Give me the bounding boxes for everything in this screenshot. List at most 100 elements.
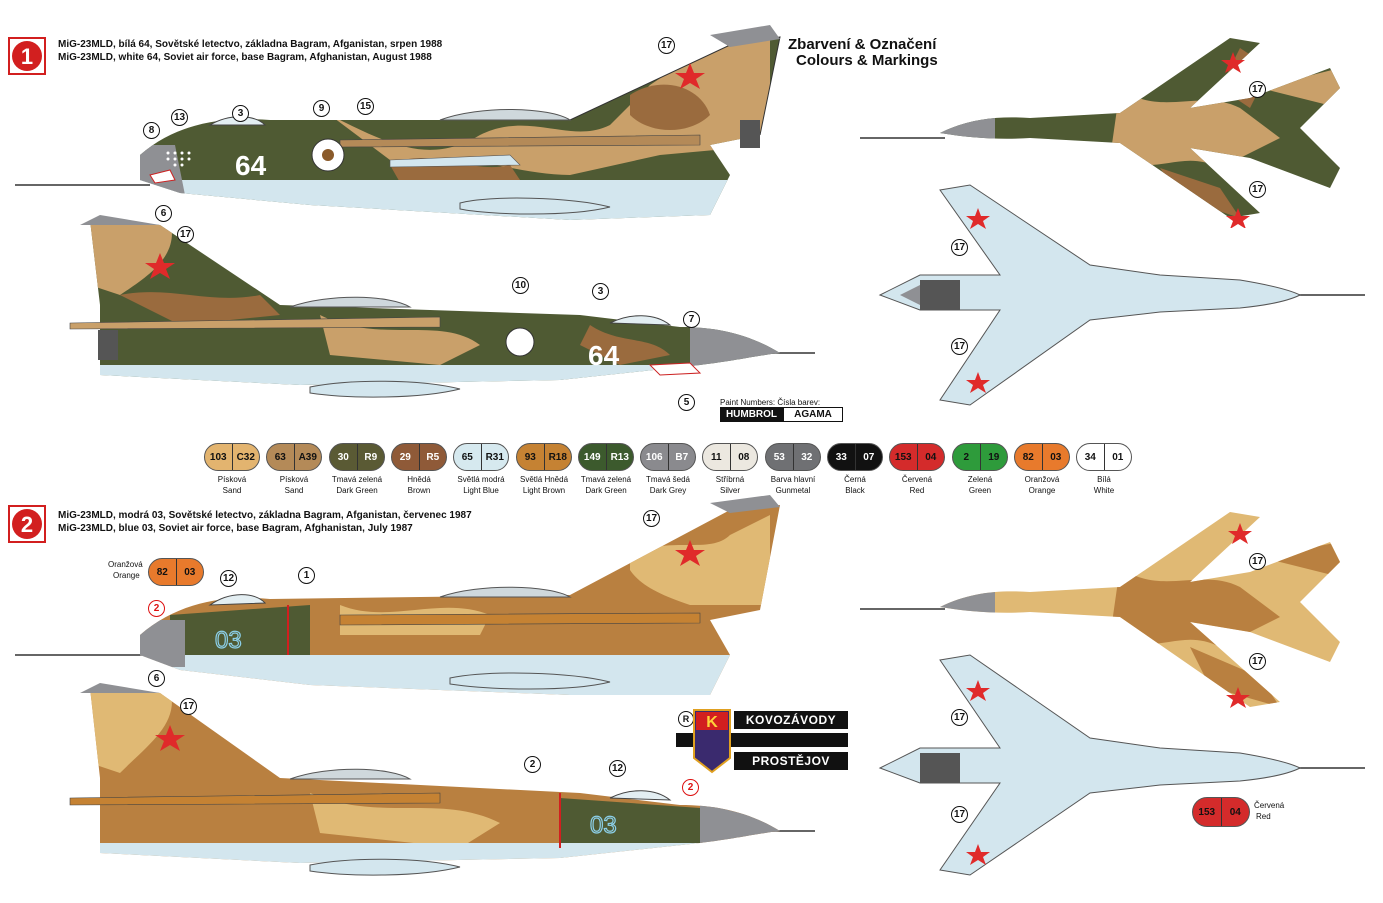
option-1-top-view: [860, 38, 1340, 228]
callout-1: 1: [298, 567, 315, 584]
red-star-icon: [675, 63, 705, 89]
swatch-label-en: Light Brown: [522, 486, 566, 495]
callout-6: 6: [148, 670, 165, 687]
swatch-agama-number: 07: [863, 451, 875, 463]
callout-17: 17: [951, 709, 968, 726]
red-note-h: 153: [1198, 806, 1216, 818]
swatch-agama-number: 19: [988, 451, 1000, 463]
swatch-label-en: Dark Green: [336, 486, 378, 495]
swatch-humbrol-number: 63: [274, 451, 286, 463]
swatch-label-en: Light Blue: [463, 486, 499, 495]
swatch-label-en: Red: [909, 486, 925, 495]
swatch-humbrol-number: 30: [337, 451, 349, 463]
agama-label: AGAMA: [783, 407, 843, 422]
paint-swatch: 30 R9: [329, 443, 385, 471]
swatch-agama-number: R18: [548, 451, 567, 463]
paint-swatch: 103 C32: [204, 443, 260, 471]
callout-17: 17: [951, 239, 968, 256]
option-2-left-profile: 03: [15, 495, 780, 695]
option-1-title-cz: MiG-23MLD, bílá 64, Sovětské letectvo, z…: [58, 39, 443, 50]
callout-15: 15: [357, 98, 374, 115]
swatch-humbrol-number: 33: [835, 451, 847, 463]
swatch-agama-number: R31: [485, 451, 504, 463]
red-star-icon: [145, 253, 175, 279]
swatch-label-cz: Bílá: [1097, 475, 1111, 484]
paint-swatch: 93 R18: [516, 443, 572, 471]
swatch-label-cz: Světlá modrá: [457, 475, 505, 484]
option-1-title-en: MiG-23MLD, white 64, Soviet air force, b…: [58, 52, 432, 63]
option-1-right-profile: 64: [69, 215, 815, 398]
red-star-icon: [675, 540, 705, 566]
logo-letter: K: [706, 714, 718, 731]
callout-2-red: 2: [148, 600, 165, 617]
swatch-label-en: Green: [968, 486, 992, 495]
orange-note-swatch: 82 03: [148, 558, 204, 586]
swatch-label-cz: Tmavá zelená: [580, 475, 632, 484]
swatch-label-cz: Zelená: [967, 475, 993, 484]
swatch-agama-number: R13: [610, 451, 629, 463]
logo-line1: KOVOZÁVODY: [734, 711, 848, 729]
swatch-agama-number: 32: [801, 451, 813, 463]
swatch-label-en: Black: [845, 486, 865, 495]
swatch-label-en: Orange: [1028, 486, 1056, 495]
paint-swatch: 153 04: [889, 443, 945, 471]
paint-swatch: 149 R13: [578, 443, 634, 471]
swatch-label-en: Dark Grey: [649, 486, 687, 495]
swatch-humbrol-number: 153: [894, 451, 912, 463]
option-2-right-profile: 03: [69, 683, 815, 876]
callout-12: 12: [220, 570, 237, 587]
swatch-humbrol-number: 103: [209, 451, 227, 463]
swatch-label-cz: Písková: [217, 475, 247, 484]
swatch-humbrol-number: 82: [1022, 451, 1034, 463]
paint-swatch: 82 03: [1014, 443, 1070, 471]
callout-2-red: 2: [682, 779, 699, 796]
red-star-icon: [966, 372, 990, 393]
swatch-humbrol-number: 29: [399, 451, 411, 463]
callout-10: 10: [512, 277, 529, 294]
swatch-humbrol-number: 149: [583, 451, 601, 463]
swatch-humbrol-number: 2: [963, 451, 970, 463]
red-star-icon: [155, 725, 185, 751]
option-1-code-right: 64: [588, 340, 620, 371]
kovozavody-logo: KOVOZÁVODY PROSTĚJOV R K: [676, 708, 848, 774]
swatch-label-en: Dark Green: [585, 486, 627, 495]
swatch-label-cz: Oranžová: [1024, 475, 1060, 484]
swatch-agama-number: A39: [298, 451, 317, 463]
swatch-label-en: Sand: [284, 486, 304, 495]
orange-note-cz: Oranžová: [108, 560, 143, 569]
red-star-icon: [966, 680, 990, 701]
option-2-badge: 2: [8, 505, 46, 543]
callout-5: 5: [678, 394, 695, 411]
option-2-top-view: [860, 512, 1340, 708]
red-star-icon: [1221, 52, 1245, 73]
swatch-agama-number: R9: [364, 451, 378, 463]
swatch-label-cz: Stříbrná: [715, 475, 745, 484]
callout-17: 17: [658, 37, 675, 54]
swatch-label-en: Gunmetal: [775, 486, 811, 495]
swatch-agama-number: R5: [426, 451, 440, 463]
option-1-left-profile: 64: [15, 25, 781, 220]
callout-3: 3: [592, 283, 609, 300]
swatch-label-en: Silver: [719, 486, 740, 495]
swatch-agama-number: C32: [236, 451, 255, 463]
callout-17: 17: [1249, 653, 1266, 670]
orange-note-a: 03: [184, 566, 196, 578]
orange-note-h: 82: [156, 566, 168, 578]
callout-17: 17: [1249, 553, 1266, 570]
humbrol-label: HUMBROL: [720, 407, 783, 422]
paint-numbers-label: Paint Numbers: Čísla barev:: [720, 398, 821, 407]
swatch-label-cz: Tmavá zelená: [331, 475, 383, 484]
callout-2: 2: [524, 756, 541, 773]
option-1-number: 1: [21, 44, 33, 69]
heading-cz: Zbarvení & Označení: [788, 36, 937, 53]
swatch-agama-number: 03: [1050, 451, 1062, 463]
swatch-agama-number: 04: [925, 451, 937, 463]
swatch-humbrol-number: 34: [1084, 451, 1096, 463]
red-note-en: Red: [1256, 812, 1271, 821]
swatch-humbrol-number: 93: [524, 451, 536, 463]
red-star-icon: [1226, 208, 1250, 228]
